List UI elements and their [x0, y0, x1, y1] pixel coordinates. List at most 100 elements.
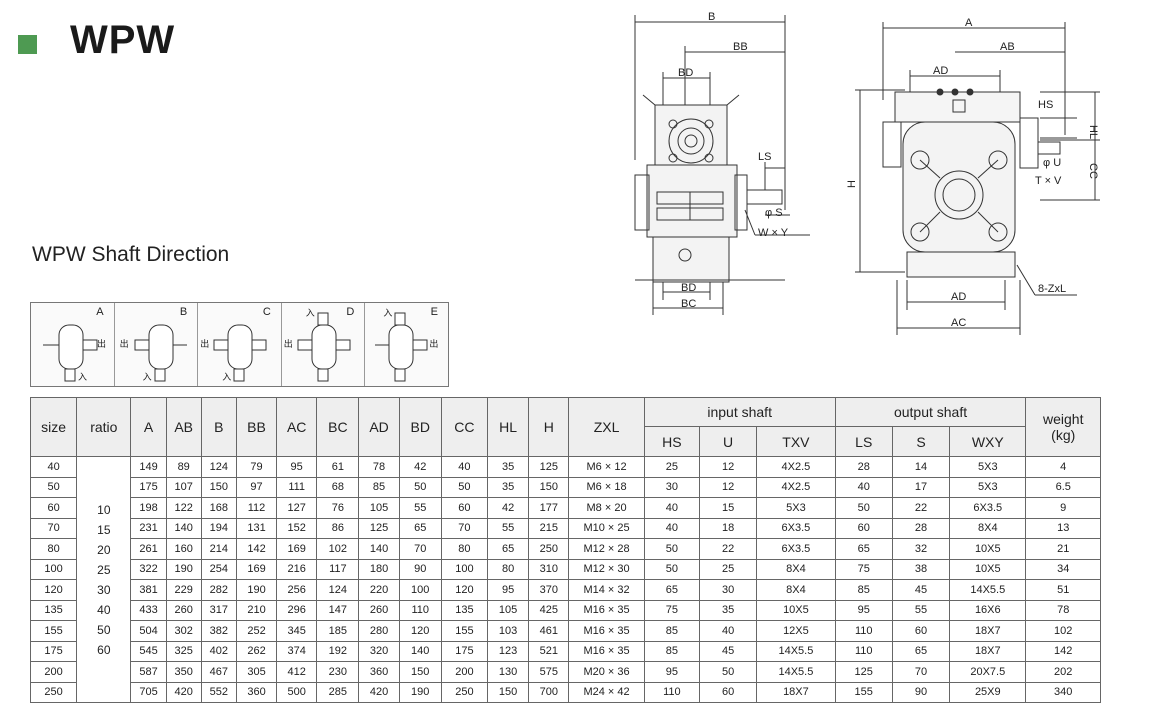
- cell-ab: 160: [165, 538, 202, 560]
- cell-ac: 296: [276, 599, 318, 621]
- cell-weight: 102: [1025, 620, 1101, 642]
- cell-h: 177: [528, 497, 570, 519]
- cell-txv: 6X3.5: [756, 538, 836, 560]
- cell-zxl: M14 × 32: [568, 579, 645, 601]
- cell-cc: 40: [440, 456, 489, 478]
- cell-size: 100: [29, 558, 78, 580]
- cell-weight: 4: [1025, 456, 1101, 478]
- cell-bd: 70: [398, 538, 442, 560]
- cell-ab: 107: [165, 476, 202, 498]
- cell-ad: 105: [358, 497, 400, 519]
- ratio-value: 20: [97, 542, 111, 557]
- cell-size: 80: [29, 538, 78, 560]
- col-ls: LS: [834, 426, 893, 457]
- cell-b: 282: [200, 579, 237, 601]
- cell-bd: 190: [398, 681, 442, 703]
- dim-bd-top-label: BD: [678, 67, 693, 79]
- col-zxl: ZXL: [568, 397, 645, 457]
- cell-hs: 85: [643, 620, 700, 642]
- cell-size: 60: [29, 497, 78, 519]
- cell-h: 575: [528, 661, 570, 683]
- cell-bc: 147: [316, 599, 360, 621]
- weight-unit-label: (kg): [1051, 427, 1076, 443]
- cell-size: 50: [29, 476, 78, 498]
- cell-ls: 65: [834, 538, 893, 560]
- cell-ac: 345: [276, 620, 318, 642]
- col-wxy: WXY: [949, 426, 1027, 457]
- cell-bc: 124: [316, 579, 360, 601]
- cell-a: 261: [130, 538, 167, 560]
- cell-bc: 117: [316, 558, 360, 580]
- cell-bc: 76: [316, 497, 360, 519]
- col-txv: TXV: [756, 426, 836, 457]
- cell-s: 45: [891, 579, 951, 601]
- cell-weight: 202: [1025, 661, 1101, 683]
- dim-ad-bottom-label: AD: [951, 291, 966, 303]
- col-ac: AC: [276, 397, 318, 457]
- dim-cc-label: CC: [1087, 163, 1099, 179]
- dim-wxy-label: W × Y: [758, 227, 789, 239]
- col-group-output-shaft: output shaft: [834, 397, 1027, 427]
- cell-bb: 97: [235, 476, 278, 498]
- cell-wxy: 5X3: [949, 476, 1027, 498]
- cell-cc: 100: [440, 558, 489, 580]
- cell-ac: 412: [276, 661, 318, 683]
- cell-a: 149: [130, 456, 167, 478]
- cell-bd: 90: [398, 558, 442, 580]
- cell-wxy: 10X5: [949, 538, 1027, 560]
- cell-hl: 55: [487, 517, 530, 539]
- in-label: 入: [78, 372, 88, 382]
- specification-table: size ratio A AB B BB AC BC AD BD CC HL H…: [29, 397, 1101, 703]
- cell-s: 22: [891, 497, 951, 519]
- cell-txv: 12X5: [756, 620, 836, 642]
- cell-weight: 6.5: [1025, 476, 1101, 498]
- shaft-direction-strip: A 出 入 B 出 入 C 出 入 D 出 入 E 出 入: [30, 302, 449, 387]
- cell-bd: 65: [398, 517, 442, 539]
- cell-hl: 150: [487, 681, 530, 703]
- cell-ad: 360: [358, 661, 400, 683]
- cell-ls: 125: [834, 661, 893, 683]
- col-u: U: [698, 426, 758, 457]
- cell-wxy: 6X3.5: [949, 497, 1027, 519]
- dim-ad-top-label: AD: [933, 65, 948, 77]
- col-size: size: [29, 397, 78, 457]
- dim-ac-label: AC: [951, 317, 966, 329]
- cell-zxl: M8 × 20: [568, 497, 645, 519]
- cell-bd: 100: [398, 579, 442, 601]
- weight-header-label: weight: [1043, 411, 1084, 427]
- dim-zxl-label: 8-ZxL: [1038, 283, 1066, 295]
- cell-u: 12: [698, 476, 758, 498]
- dim-ls-label: LS: [758, 151, 771, 163]
- ratio-value: 40: [97, 602, 111, 617]
- cell-hs: 85: [643, 640, 700, 662]
- cell-ab: 302: [165, 620, 202, 642]
- dim-hl-label: HL: [1087, 125, 1099, 139]
- cell-cc: 80: [440, 538, 489, 560]
- cell-h: 150: [528, 476, 570, 498]
- cell-a: 381: [130, 579, 167, 601]
- col-cc: CC: [440, 397, 489, 457]
- cell-ac: 169: [276, 538, 318, 560]
- cell-hl: 35: [487, 456, 530, 478]
- col-b: B: [200, 397, 237, 457]
- cell-s: 28: [891, 517, 951, 539]
- title-bullet: [18, 35, 37, 54]
- dim-hs-label: HS: [1038, 99, 1053, 111]
- cell-weight: 340: [1025, 681, 1101, 703]
- cell-wxy: 18X7: [949, 620, 1027, 642]
- cell-bd: 140: [398, 640, 442, 662]
- ratio-value: 15: [97, 522, 111, 537]
- cell-hs: 95: [643, 661, 700, 683]
- dim-bd-bottom-label: BD: [681, 282, 696, 294]
- cell-size: 135: [29, 599, 78, 621]
- cell-s: 90: [891, 681, 951, 703]
- cell-bb: 142: [235, 538, 278, 560]
- shaft-c-icon: [213, 324, 267, 382]
- cell-txv: 10X5: [756, 599, 836, 621]
- cell-weight: 21: [1025, 538, 1101, 560]
